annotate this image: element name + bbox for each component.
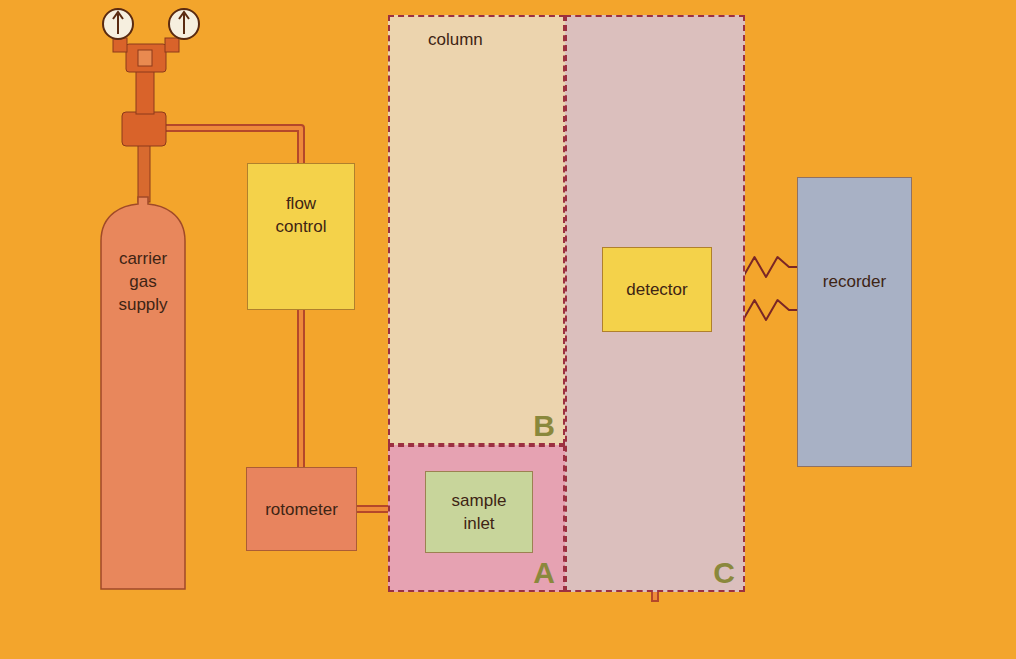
regulator bbox=[103, 9, 199, 202]
node-label: sample inlet bbox=[447, 489, 511, 535]
node-label: rotometer bbox=[265, 498, 338, 521]
zone-letter: C bbox=[713, 556, 735, 590]
gas-cylinder: carrier gas supply bbox=[100, 195, 186, 590]
process-box: flow control bbox=[247, 163, 355, 310]
zone-letter: A bbox=[533, 556, 555, 590]
part-label: column bbox=[428, 29, 483, 51]
node-label: detector bbox=[626, 278, 687, 301]
process-box: rotometer bbox=[246, 467, 357, 551]
zone-region: B bbox=[388, 15, 565, 445]
process-box: detector bbox=[602, 247, 712, 332]
node-label: flow control bbox=[269, 192, 333, 238]
process-box: recorder bbox=[797, 177, 912, 467]
gas-line bbox=[301, 310, 302, 467]
zone-letter: B bbox=[533, 409, 555, 443]
process-box: sample inlet bbox=[425, 471, 533, 553]
node-label: carrier gas supply bbox=[108, 247, 178, 316]
zone-region: Cdetector bbox=[565, 15, 745, 592]
zone-region: Asample inlet bbox=[388, 445, 565, 592]
node-label: recorder bbox=[823, 270, 886, 293]
